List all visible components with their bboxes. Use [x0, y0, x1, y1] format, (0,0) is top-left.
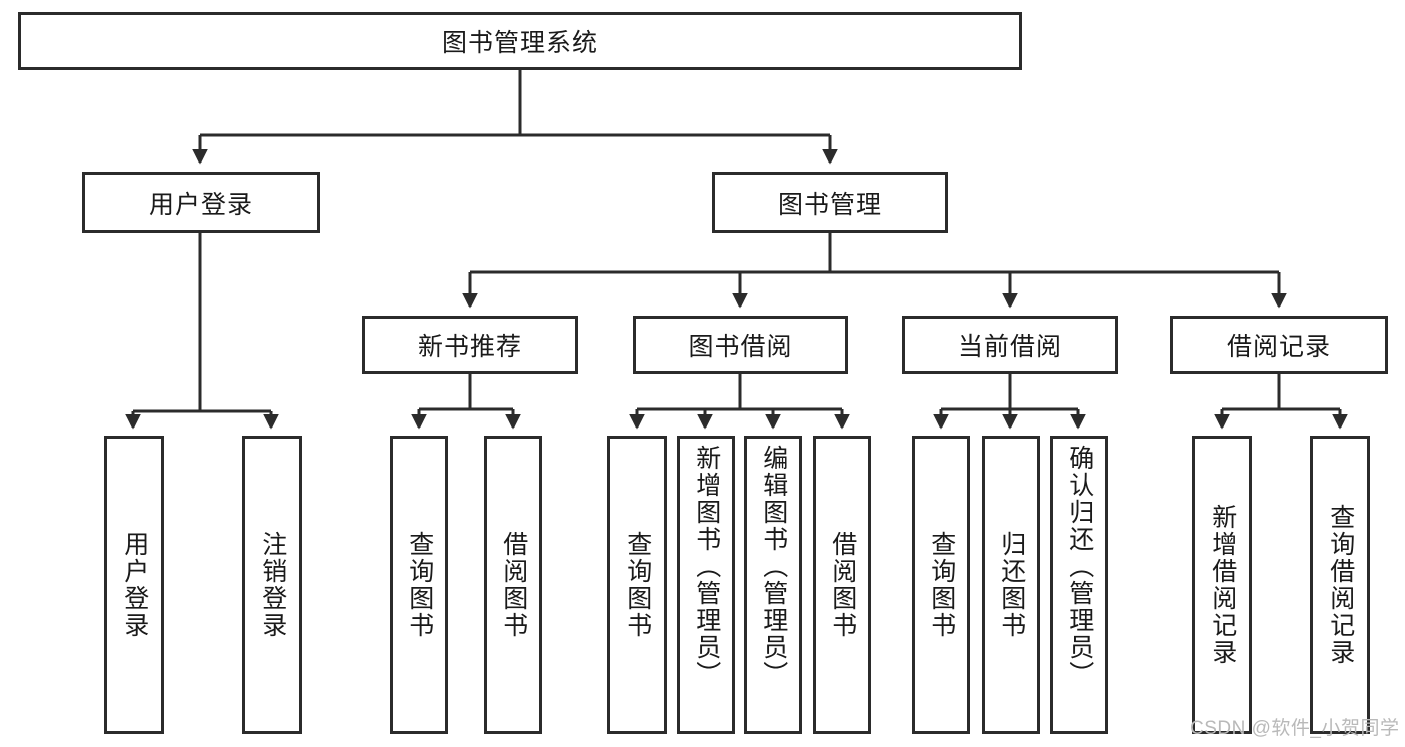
leaf-query-book-borrow[interactable]: 查询图书: [607, 436, 667, 734]
node-new-book-recommend-label: 新书推荐: [417, 333, 522, 361]
leaf-borrow-book-newbook-label: 借阅图书: [499, 531, 528, 639]
leaf-query-book-newbook[interactable]: 查询图书: [390, 436, 448, 734]
node-root[interactable]: 图书管理系统: [18, 12, 1022, 70]
leaf-logout-label: 注销登录: [258, 531, 287, 639]
leaf-add-borrow-record[interactable]: 新增借阅记录: [1192, 436, 1252, 734]
leaf-query-book-newbook-label: 查询图书: [405, 531, 434, 639]
leaf-add-borrow-record-label: 新增借阅记录: [1208, 504, 1237, 666]
leaf-add-book-admin[interactable]: 新增图书（管理员）: [677, 436, 735, 734]
leaf-return-book-label: 归还图书: [997, 531, 1026, 639]
leaf-user-login-label: 用户登录: [120, 531, 149, 639]
node-book-borrow-label: 图书借阅: [688, 333, 793, 361]
leaf-confirm-return-admin-label: 确认归还（管理员）: [1065, 445, 1094, 688]
leaf-query-book-current-label: 查询图书: [927, 531, 956, 639]
leaf-add-book-admin-label: 新增图书（管理员）: [692, 445, 721, 688]
leaf-query-book-current[interactable]: 查询图书: [912, 436, 970, 734]
leaf-borrow-book-label: 借阅图书: [828, 531, 857, 639]
leaf-query-borrow-record-label: 查询借阅记录: [1326, 504, 1355, 666]
node-book-borrow[interactable]: 图书借阅: [633, 316, 848, 374]
node-new-book-recommend[interactable]: 新书推荐: [362, 316, 578, 374]
node-root-label: 图书管理系统: [441, 29, 598, 57]
node-book-management[interactable]: 图书管理: [712, 172, 948, 233]
node-user-login-label: 用户登录: [148, 190, 253, 219]
node-borrow-record[interactable]: 借阅记录: [1170, 316, 1388, 374]
node-current-borrow-label: 当前借阅: [957, 333, 1062, 361]
leaf-borrow-book[interactable]: 借阅图书: [813, 436, 871, 734]
node-current-borrow[interactable]: 当前借阅: [902, 316, 1118, 374]
leaf-borrow-book-newbook[interactable]: 借阅图书: [484, 436, 542, 734]
leaf-query-book-borrow-label: 查询图书: [623, 531, 652, 639]
leaf-user-login[interactable]: 用户登录: [104, 436, 164, 734]
leaf-query-borrow-record[interactable]: 查询借阅记录: [1310, 436, 1370, 734]
leaf-logout[interactable]: 注销登录: [242, 436, 302, 734]
node-borrow-record-label: 借阅记录: [1226, 333, 1331, 361]
leaf-confirm-return-admin[interactable]: 确认归还（管理员）: [1050, 436, 1108, 734]
leaf-return-book[interactable]: 归还图书: [982, 436, 1040, 734]
leaf-edit-book-admin-label: 编辑图书（管理员）: [759, 445, 788, 688]
watermark: CSDN @软件_小贺同学: [1190, 718, 1400, 739]
leaf-edit-book-admin[interactable]: 编辑图书（管理员）: [744, 436, 802, 734]
node-user-login[interactable]: 用户登录: [82, 172, 320, 233]
node-book-management-label: 图书管理: [777, 190, 882, 219]
